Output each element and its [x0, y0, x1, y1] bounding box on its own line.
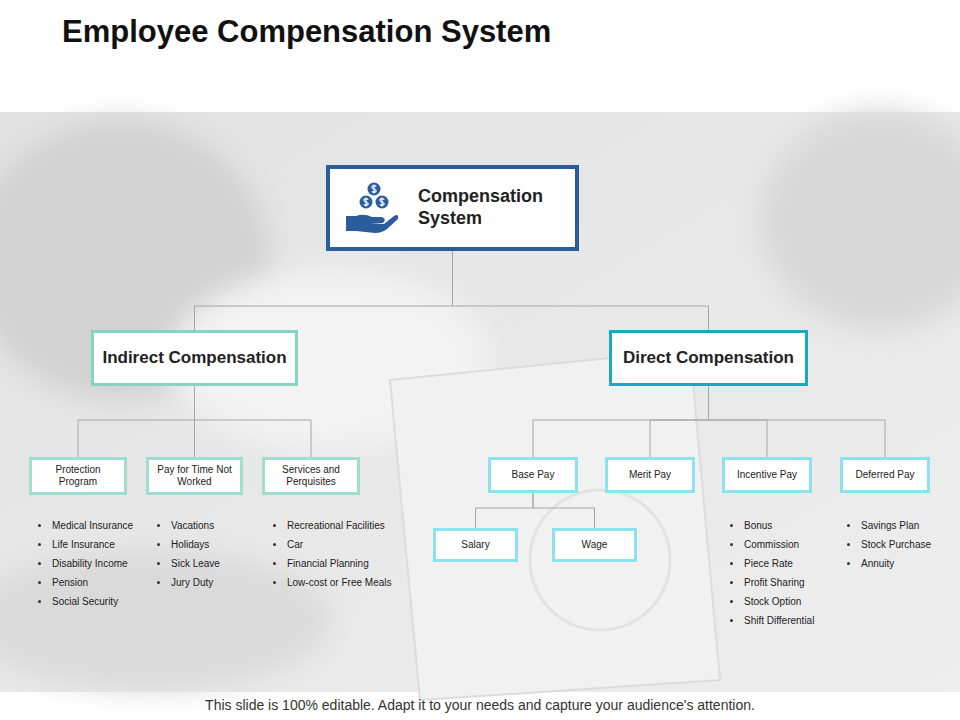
- root-box: Compensation System: [326, 165, 579, 251]
- lower-shadow: [0, 550, 330, 690]
- bullet-text: Recreational Facilities: [287, 519, 385, 532]
- dollar-mark: [372, 184, 377, 193]
- bullet-dot: [157, 543, 160, 546]
- bullet-dot: [273, 562, 276, 565]
- bullet-text: Bonus: [744, 519, 772, 532]
- hand-symbol: [346, 215, 398, 233]
- tree-connector: [195, 386, 312, 457]
- banknote: [390, 350, 720, 700]
- bullet-text: Stock Option: [744, 595, 801, 608]
- bullet-dot: [38, 562, 41, 565]
- box-text: Compensation System: [418, 186, 569, 229]
- bullet-text: Pension: [52, 576, 88, 589]
- sub-box: Wage: [552, 528, 637, 562]
- component-box: Services and Perquisites: [262, 457, 360, 495]
- sub-box: Salary: [433, 528, 518, 562]
- bullet-dot: [847, 543, 850, 546]
- box-text: Services and Perquisites: [271, 464, 351, 488]
- box-text: Merit Pay: [629, 469, 671, 481]
- category-box: Indirect Compensation: [91, 330, 298, 386]
- category-box: Direct Compensation: [609, 330, 808, 386]
- bullet-text: Low-cost or Free Meals: [287, 576, 391, 589]
- tree-connector: [453, 251, 709, 330]
- banknote-pattern: [530, 490, 670, 630]
- bullet-dot: [157, 581, 160, 584]
- bullet-dot: [38, 543, 41, 546]
- tree-connector: [533, 493, 595, 528]
- bullet-text: Disability Income: [52, 557, 128, 570]
- bullet-text: Profit Sharing: [744, 576, 805, 589]
- box-text: Pay for Time Not Worked: [155, 464, 234, 488]
- bullet-dot: [730, 581, 733, 584]
- slide-caption: This slide is 100% editable. Adapt it to…: [0, 697, 960, 713]
- bullet-text: Medical Insurance: [52, 519, 133, 532]
- tree-connector: [709, 386, 768, 457]
- bullet-text: Sick Leave: [171, 557, 220, 570]
- bullet-text: Jury Duty: [171, 576, 213, 589]
- tree-connector: [476, 493, 534, 528]
- bullet-text: Stock Purchase: [861, 538, 931, 551]
- bullet-text: Holidays: [171, 538, 209, 551]
- tree-connector: [709, 386, 886, 457]
- box-text: Incentive Pay: [737, 469, 797, 481]
- dollar-mark: [380, 197, 385, 206]
- bullet-dot: [273, 581, 276, 584]
- bullet-dot: [273, 543, 276, 546]
- bullet-dot: [730, 600, 733, 603]
- bullet-text: Vacations: [171, 519, 214, 532]
- bullet-text: Shift Differential: [744, 614, 814, 627]
- bullet-dot: [273, 524, 276, 527]
- tree-connector: [533, 386, 709, 457]
- tree-connector: [195, 251, 453, 330]
- component-box: Incentive Pay: [722, 457, 812, 493]
- bullet-text: Piece Rate: [744, 557, 793, 570]
- bullet-text: Financial Planning: [287, 557, 369, 570]
- box-text: Base Pay: [512, 469, 555, 481]
- bullet-dot: [157, 562, 160, 565]
- bullet-dot: [847, 562, 850, 565]
- component-box: Pay for Time Not Worked: [146, 457, 243, 495]
- bullet-dot: [730, 524, 733, 527]
- box-text: Deferred Pay: [856, 469, 915, 481]
- slide-title: Employee Compensation System: [62, 14, 551, 50]
- tree-connector: [78, 386, 195, 457]
- bullet-dot: [730, 543, 733, 546]
- money-hand-icon: [344, 180, 400, 236]
- bullet-text: Life Insurance: [52, 538, 115, 551]
- bullet-text: Car: [287, 538, 303, 551]
- dollar-mark: [364, 197, 369, 206]
- component-box: Base Pay: [488, 457, 578, 493]
- bullet-dot: [38, 524, 41, 527]
- bullet-dot: [730, 562, 733, 565]
- bullet-text: Commission: [744, 538, 799, 551]
- box-text: Salary: [461, 539, 489, 551]
- coin-symbol: [376, 196, 389, 209]
- bullet-text: Savings Plan: [861, 519, 919, 532]
- shirt-shadow: [760, 110, 960, 330]
- tree-connector: [650, 386, 709, 457]
- coin-symbol: [368, 183, 381, 196]
- coin-symbol: [360, 196, 373, 209]
- bullet-dot: [157, 524, 160, 527]
- bullet-text: Annuity: [861, 557, 894, 570]
- bullet-dot: [38, 600, 41, 603]
- box-text: Indirect Compensation: [102, 348, 286, 368]
- bullet-text: Social Security: [52, 595, 118, 608]
- bullet-dot: [38, 581, 41, 584]
- bullet-dot: [730, 619, 733, 622]
- component-box: Protection Program: [29, 457, 127, 495]
- component-box: Deferred Pay: [840, 457, 930, 493]
- box-text: Direct Compensation: [623, 348, 794, 368]
- bullet-dot: [847, 524, 850, 527]
- box-text: Wage: [582, 539, 608, 551]
- box-text: Protection Program: [38, 464, 118, 488]
- component-box: Merit Pay: [605, 457, 695, 493]
